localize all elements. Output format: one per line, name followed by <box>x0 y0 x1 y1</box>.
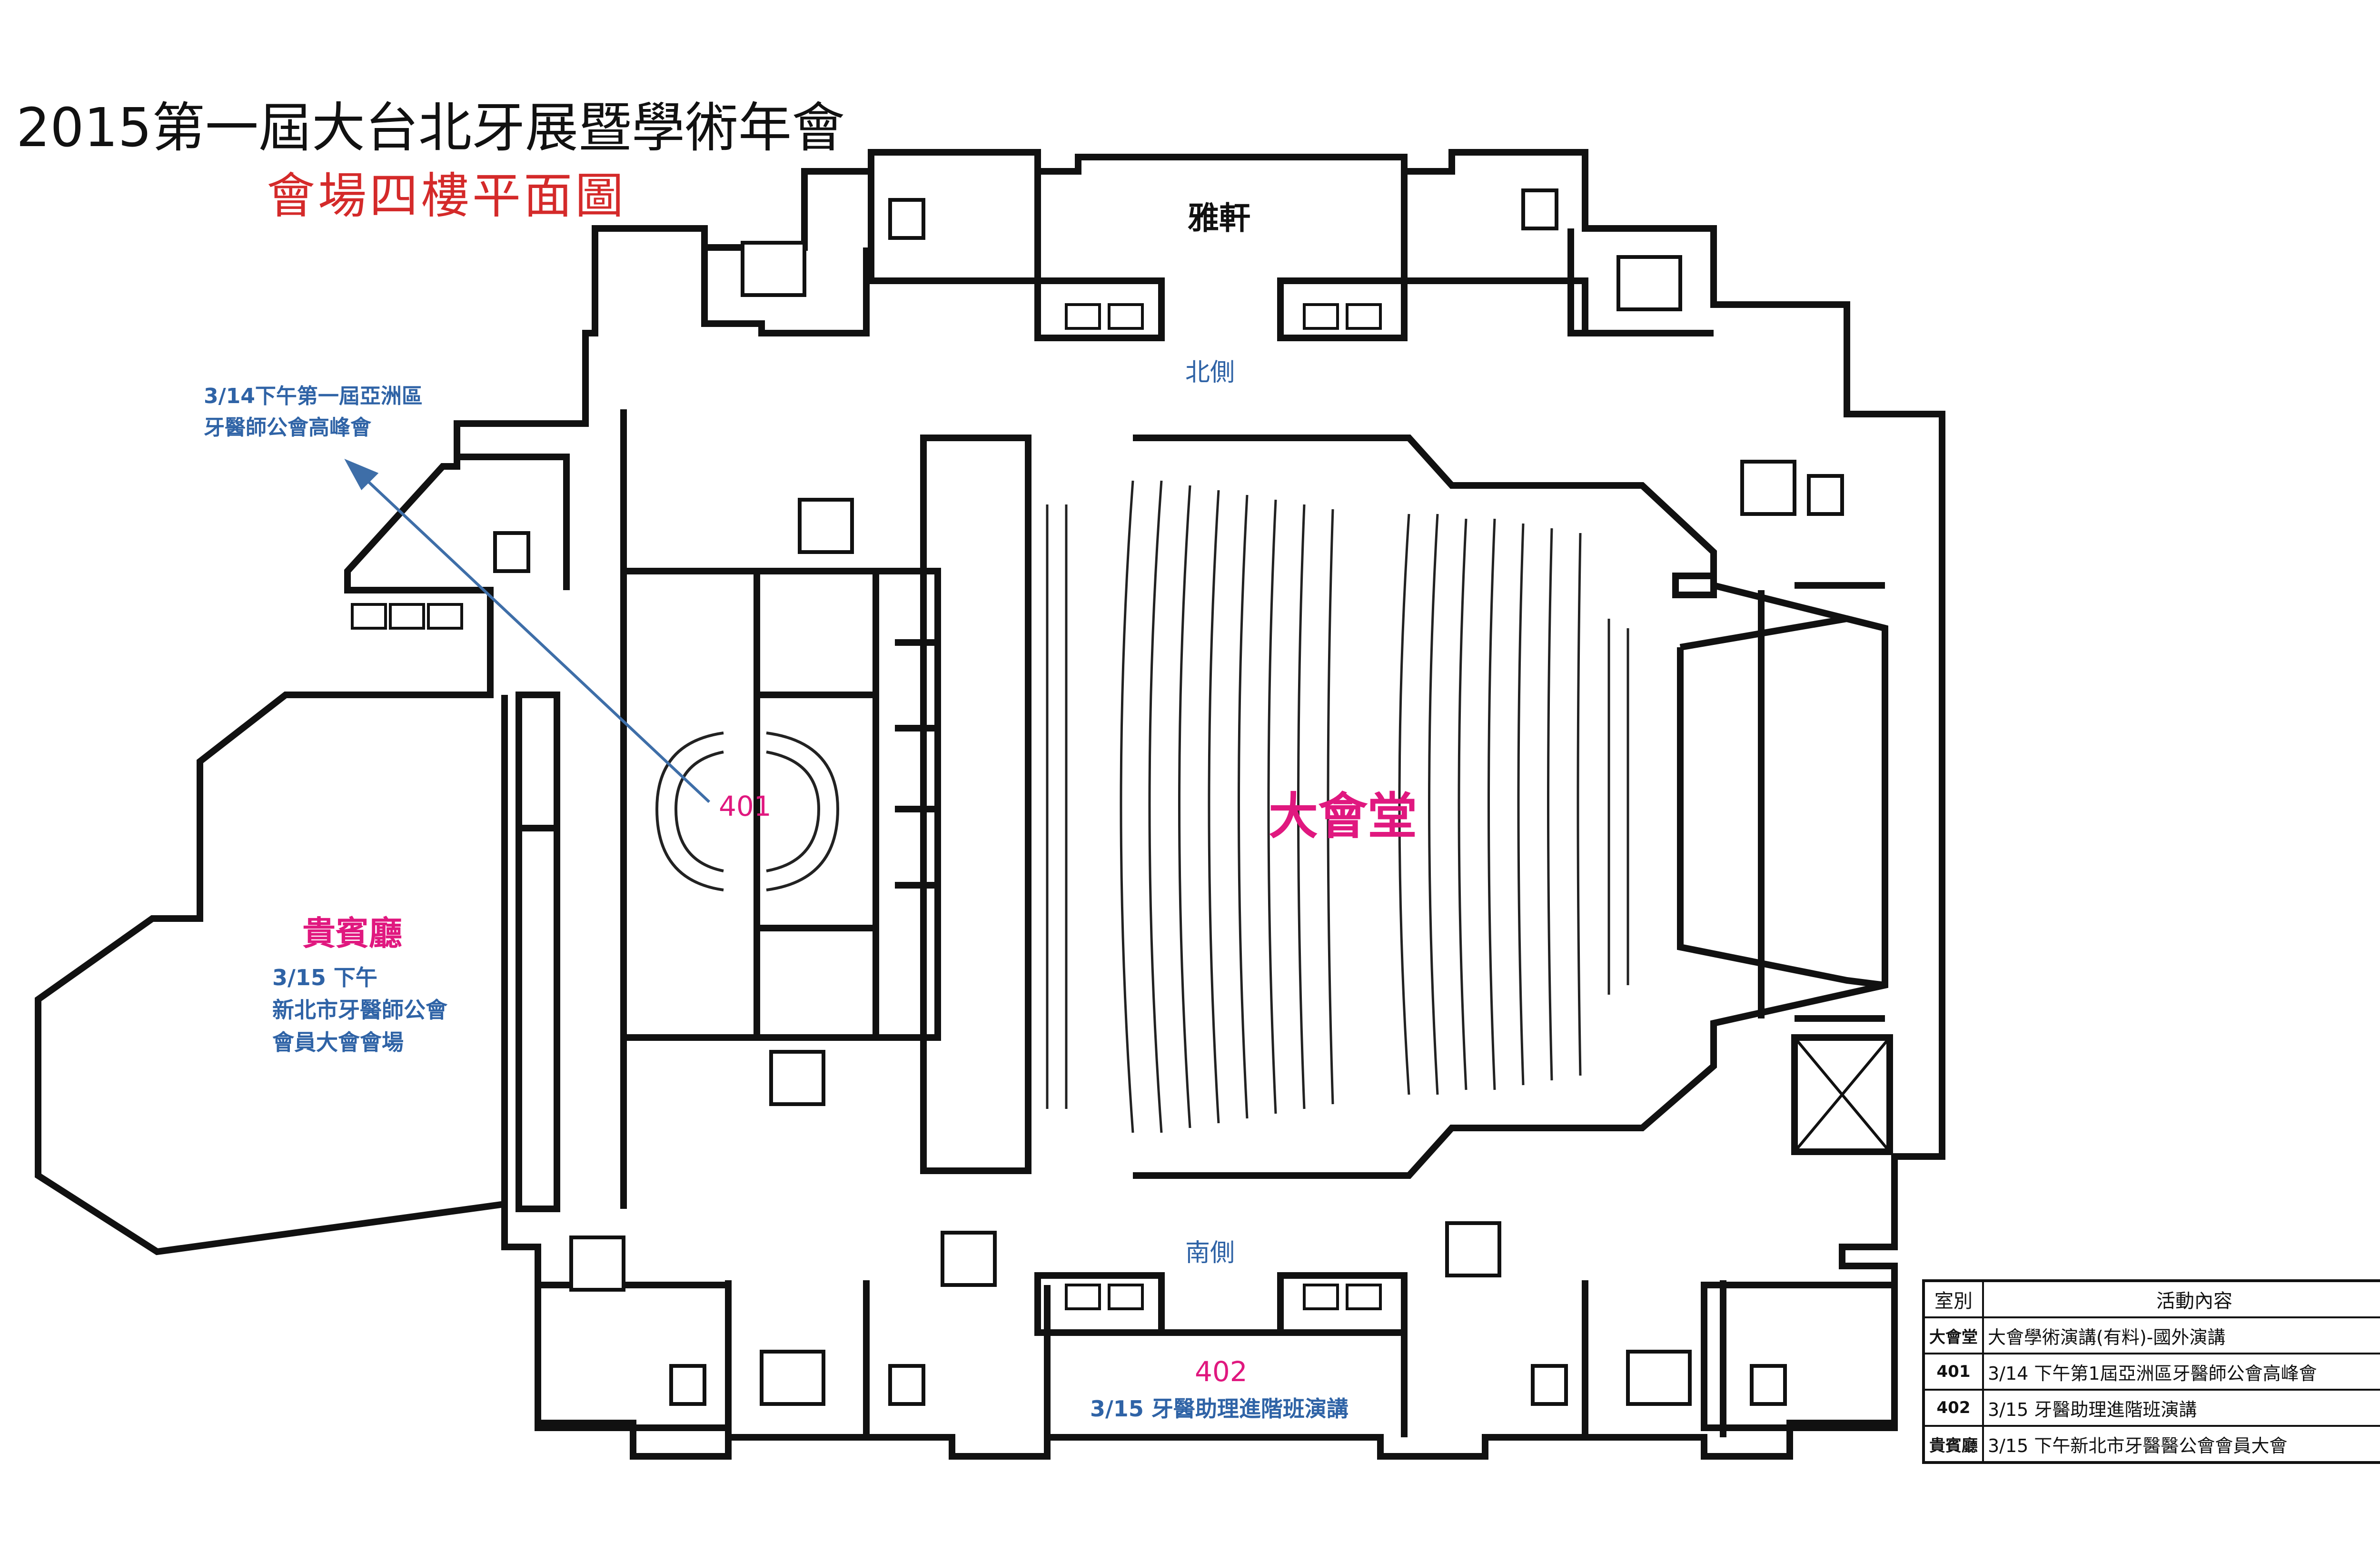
legend-row: 大會堂 大會學術演講(有料)-國外演講 <box>1923 1316 2380 1354</box>
stage <box>1677 615 1886 988</box>
exit-icon <box>493 188 1844 1406</box>
building-outline <box>35 149 1945 1460</box>
note-room-402: 3/15 牙醫助理進階班演講 <box>1090 1396 1349 1422</box>
note-vip-line-2: 新北市牙醫師公會 <box>272 997 447 1023</box>
arrow-pointer-icon <box>344 458 711 803</box>
legend-activity: 3/15 下午新北市牙醫醫公會會員大會 <box>1982 1425 2380 1463</box>
legend-header-activity: 活動內容 <box>1982 1280 2380 1318</box>
label-south: 南側 <box>1185 1239 1235 1267</box>
north-stair-left <box>868 171 1041 284</box>
elevator-n1 <box>1034 277 1165 341</box>
map-subtitle: 會場四樓平面圖 <box>267 168 626 225</box>
elevator-n2 <box>1277 277 1408 341</box>
room-401 <box>620 568 941 1041</box>
label-north: 北側 <box>1185 358 1235 387</box>
label-room-402: 402 <box>1195 1355 1248 1388</box>
note-vip-line-1: 3/15 下午 <box>272 965 377 990</box>
stage-block <box>920 435 1031 1174</box>
elevator-s2 <box>1277 1272 1408 1336</box>
label-vip-hall: 貴賓廳 <box>302 914 402 953</box>
telephone-icon <box>569 460 1796 1292</box>
legend-header-row: 室別 活動內容 <box>1923 1280 2380 1318</box>
north-room-left <box>701 247 870 336</box>
elevator-s1 <box>1034 1272 1165 1336</box>
elevator-icon <box>351 303 1382 1310</box>
legend-room: 401 <box>1923 1353 1984 1391</box>
legend-activity: 3/14 下午第1屆亞洲區牙醫師公會高峰會 <box>1982 1353 2380 1391</box>
south-stair-left <box>535 1282 732 1431</box>
note-vip-hall: 3/15 下午 新北市牙醫師公會 會員大會會場 <box>272 961 447 1058</box>
legend-room: 貴賓廳 <box>1923 1425 1984 1463</box>
north-stair-right <box>1401 171 1588 333</box>
south-stair-right <box>1701 1282 1898 1431</box>
restroom-icon <box>741 241 1692 1406</box>
west-stair <box>457 454 570 590</box>
legend-row: 401 3/14 下午第1屆亞洲區牙醫師公會高峰會 <box>1923 1353 2380 1391</box>
label-yaxuan: 雅軒 <box>1188 200 1250 237</box>
map-title: 2015第一屆大台北牙展暨學術年會 <box>16 97 845 159</box>
note-room-401: 3/14下午第一屆亞洲區 牙醫師公會高峰會 <box>204 381 423 444</box>
legend-room: 402 <box>1923 1389 1984 1427</box>
note-401-line-2: 牙醫師公會高峰會 <box>204 415 371 440</box>
legend-activity: 3/15 牙醫助理進階班演講 <box>1982 1389 2380 1427</box>
label-main-hall: 大會堂 <box>1269 787 1418 845</box>
north-room-right <box>1567 228 1714 336</box>
note-vip-line-3: 會員大會會場 <box>272 1029 404 1055</box>
legend-table: 室別 活動內容 大會堂 大會學術演講(有料)-國外演講 401 3/14 下午第… <box>1922 1279 2380 1464</box>
seating-rows <box>1046 480 1629 1133</box>
room-401-ring <box>655 731 840 891</box>
legend-activity: 大會學術演講(有料)-國外演講 <box>1982 1316 2380 1354</box>
note-401-line-1: 3/14下午第一屆亞洲區 <box>204 384 423 408</box>
legend-room: 大會堂 <box>1923 1316 1984 1354</box>
legend-header-room: 室別 <box>1923 1280 1984 1318</box>
legend-row: 貴賓廳 3/15 下午新北市牙醫醫公會會員大會 <box>1923 1425 2380 1463</box>
east-elevator <box>1791 1034 1893 1155</box>
label-room-401: 401 <box>719 790 772 822</box>
legend-row: 402 3/15 牙醫助理進階班演講 <box>1923 1389 2380 1427</box>
main-hall-outline <box>1133 435 1888 1179</box>
